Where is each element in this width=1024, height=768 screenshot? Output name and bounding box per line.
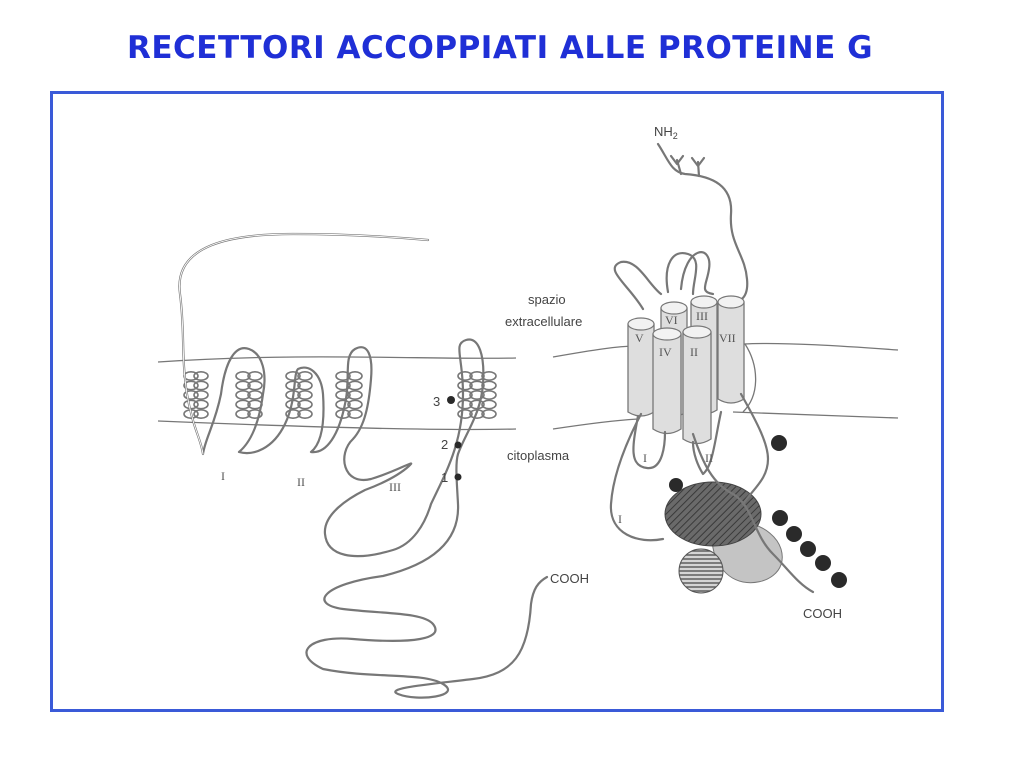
helix-coil-turn [193,408,209,419]
helix-label-v: V [635,331,644,345]
c-tail-dot-2 [669,478,683,492]
helix-coil-turn [297,380,313,391]
site-dot-3 [447,396,455,404]
helix-coil-turn [297,408,313,419]
right-3d-diagram: spazio extracellulare citoplasma NH2 [505,124,899,621]
g-protein-complex [664,481,783,594]
helix-label-iii: III [696,309,708,323]
helix-vii-cylinder [717,295,745,404]
helix-label-vi: VI [665,313,678,327]
helix-coil-turn [193,389,209,400]
helix-coil-turn [183,380,199,391]
slide-title: RECETTORI ACCOPPIATI ALLE PROTEINE G [126,30,874,66]
helix-coil-turn [193,399,209,410]
helix-coil-turn [457,408,473,419]
right-membrane-upper [552,345,639,358]
helix-coil-turn [183,389,199,400]
helix-coil-turn [247,370,263,381]
cyto-loop-label-iii: I [618,512,622,526]
figure-frame: 3 2 1 I II III COOH spazio extracellular… [50,91,944,712]
helix-coil-turn [235,380,251,391]
helix-coil-turn [347,399,363,410]
helix-coil-turn [235,408,251,419]
site-label-3: 3 [433,394,440,409]
intracellular-loops [609,410,723,542]
cyto-loop-label-i: II [705,451,713,465]
helix-coil-turn [347,389,363,400]
helix-coil-turn [457,389,473,400]
helix-coil-turn [469,389,485,400]
helix-coil-turn [457,380,473,391]
site-label-1: 1 [441,470,448,485]
left-polypeptide-chain-core [179,233,429,455]
g-protein-gamma-subunit [678,548,724,594]
site-label-2: 2 [441,437,448,452]
left-polypeptide-chain [178,232,549,699]
left-topology-diagram: 3 2 1 I II III COOH [157,232,589,699]
helix-ii-cylinder [682,325,712,445]
c-tail-dot-4 [786,526,802,542]
helix-coil-turn [285,408,301,419]
n-terminal-tail [656,142,749,303]
left-helix-label-ii: II [297,475,305,489]
extracellular-loops [613,251,715,311]
site-dot-2 [454,441,462,449]
helix-coil-turn [469,380,485,391]
helix-coil-turn [335,380,351,391]
helix-coil-turn [235,399,251,410]
cytoplasm-label: citoplasma [507,448,570,463]
helix-coil-turn [457,399,473,410]
helix-coil-turn [247,408,263,419]
helix-coil-turn [481,370,497,381]
site-dot-1 [454,473,462,481]
left-helix-label-i: I [221,469,225,483]
right-membrane-lower [552,418,639,430]
helix-coil-turn [297,399,313,410]
c-tail-dot-3 [772,510,788,526]
helix-label-iv: IV [659,345,672,359]
helix-coil-turn [285,370,301,381]
helix-coil-turn [247,380,263,391]
helix-coil-turn [193,380,209,391]
helix-coil-turn [481,408,497,419]
helix-coil-turn [235,370,251,381]
helix-coil-turn [335,389,351,400]
right-cooh-label: COOH [803,606,842,621]
helix-label-vii: VII [719,331,736,345]
left-helix-label-iii: III [389,480,401,494]
helix-coil-turn [457,370,473,381]
cyto-loop-label-ii: I [643,451,647,465]
gpcr-diagram: 3 2 1 I II III COOH spazio extracellular… [157,124,899,699]
helix-coil-turn [481,399,497,410]
left-membrane-upper [157,356,517,363]
c-terminal-tail [691,392,815,594]
g-protein-alpha-subunit [664,481,762,547]
c-tail-dot-7 [831,572,847,588]
extracellular-label-line1: spazio [528,292,566,307]
transmembrane-coils [183,370,497,419]
glycosylation-y2 [690,156,706,178]
helix-coil-turn [193,370,209,381]
helix-iv-cylinder [652,327,682,435]
c-tail-dot-1 [771,435,787,451]
glycosylation-y1 [669,154,685,176]
extracellular-label-line2: extracellulare [505,314,582,329]
helix-coil-turn [297,389,313,400]
right-membrane-right-lower [732,411,899,419]
helix-label-ii: II [690,345,698,359]
left-cooh-label: COOH [550,571,589,586]
helix-coil-turn [347,408,363,419]
helix-coil-turn [335,370,351,381]
helix-coil-turn [235,389,251,400]
helix-coil-turn [297,370,313,381]
nh2-label: NH2 [654,124,678,141]
c-tail-dot-6 [815,555,831,571]
c-tail-dot-5 [800,541,816,557]
right-membrane-right-upper [742,342,899,351]
